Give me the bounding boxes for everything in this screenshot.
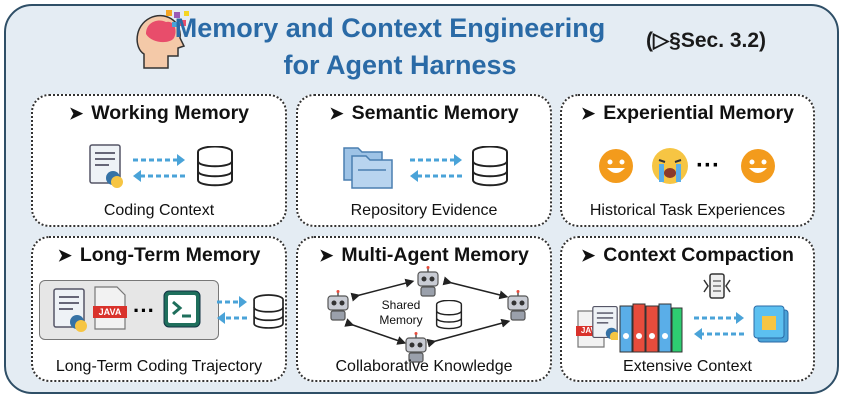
panel-title: ➤ Working Memory xyxy=(33,102,285,125)
panel-title-text: Context Compaction xyxy=(603,244,794,266)
bidirectional-arrows-icon xyxy=(217,296,247,324)
bidirectional-arrows-icon xyxy=(694,312,744,340)
binders-icon xyxy=(619,303,683,353)
smiling-face-icon xyxy=(741,149,775,183)
compact-files-icon xyxy=(753,305,789,343)
database-icon xyxy=(472,146,508,187)
panel-title-text: Long-Term Memory xyxy=(79,244,261,266)
panel-caption: Repository Evidence xyxy=(350,202,498,219)
java-file-icon xyxy=(93,286,127,330)
crying-face-icon xyxy=(652,148,688,184)
arrowhead-icon: ➤ xyxy=(581,104,596,123)
panel-multi-agent-memory: ➤ Multi-Agent Memory Shared Memory Collab… xyxy=(296,236,552,382)
arrowhead-icon: ➤ xyxy=(57,246,72,265)
shared-memory-label: Shared Memory xyxy=(379,298,423,327)
panel-title: ➤ Experiential Memory xyxy=(562,102,813,125)
terminal-icon xyxy=(163,290,201,328)
panel-title-text: Semantic Memory xyxy=(351,102,519,124)
panel-caption: Coding Context xyxy=(103,202,215,219)
bidirectional-arrows-icon xyxy=(133,154,185,182)
panel-title: ➤ Multi-Agent Memory xyxy=(298,244,550,267)
arrowhead-icon: ➤ xyxy=(581,246,596,265)
arrowhead-icon: ➤ xyxy=(329,104,344,123)
brain-head-icon xyxy=(136,10,189,69)
smiling-face-icon xyxy=(599,149,633,183)
page-title-line2: for Agent Harness xyxy=(283,50,517,80)
database-icon xyxy=(197,146,233,187)
panel-title-text: Working Memory xyxy=(91,102,250,124)
panel-title: ➤ Context Compaction xyxy=(562,244,813,267)
panel-caption: Extensive Context xyxy=(623,358,752,375)
panel-context-compaction: ➤ Context Compaction JAVA Extensive Conte… xyxy=(560,236,815,382)
panel-caption: Long-Term Coding Trajectory xyxy=(55,358,263,375)
database-icon xyxy=(253,294,284,329)
panel-caption: Historical Task Experiences xyxy=(589,202,786,219)
bidirectional-arrows-icon xyxy=(410,154,462,182)
robot-agent-icon xyxy=(417,266,439,297)
panel-title-text: Multi-Agent Memory xyxy=(341,244,529,266)
compress-icon xyxy=(703,273,731,299)
java-label: JAVA xyxy=(98,307,122,317)
panel-title: ➤ Long-Term Memory xyxy=(33,244,285,267)
page-title-line1: Memory and Context Engineering xyxy=(174,13,606,43)
robot-agent-icon xyxy=(327,290,349,321)
panel-title: ➤ Semantic Memory xyxy=(298,102,550,125)
database-icon xyxy=(435,300,463,330)
panel-long-term-memory: ➤ Long-Term Memory JAVA ··· Long-Term Cod… xyxy=(31,236,287,382)
code-document-icon xyxy=(592,305,618,340)
code-document-icon xyxy=(89,144,123,188)
ellipsis: ··· xyxy=(133,298,155,323)
ellipsis: ··· xyxy=(696,152,720,179)
arrowhead-icon: ➤ xyxy=(319,246,334,265)
panel-title-text: Experiential Memory xyxy=(603,102,794,124)
java-label: JAVA xyxy=(580,326,602,335)
panel-working-memory: ➤ Working Memory Coding Context xyxy=(31,94,287,227)
folders-icon xyxy=(343,147,393,189)
robot-agent-icon xyxy=(507,290,529,321)
section-reference: (▷§Sec. 3.2) xyxy=(646,29,767,52)
panel-caption: Collaborative Knowledge xyxy=(335,358,513,375)
arrowhead-icon: ➤ xyxy=(68,104,84,123)
panel-semantic-memory: ➤ Semantic Memory Repository Evidence xyxy=(296,94,552,227)
agent-network-arrows xyxy=(344,276,511,348)
code-document-icon xyxy=(53,288,87,332)
panel-experiential-memory: ➤ Experiential Memory ··· Historical Task… xyxy=(560,94,815,227)
